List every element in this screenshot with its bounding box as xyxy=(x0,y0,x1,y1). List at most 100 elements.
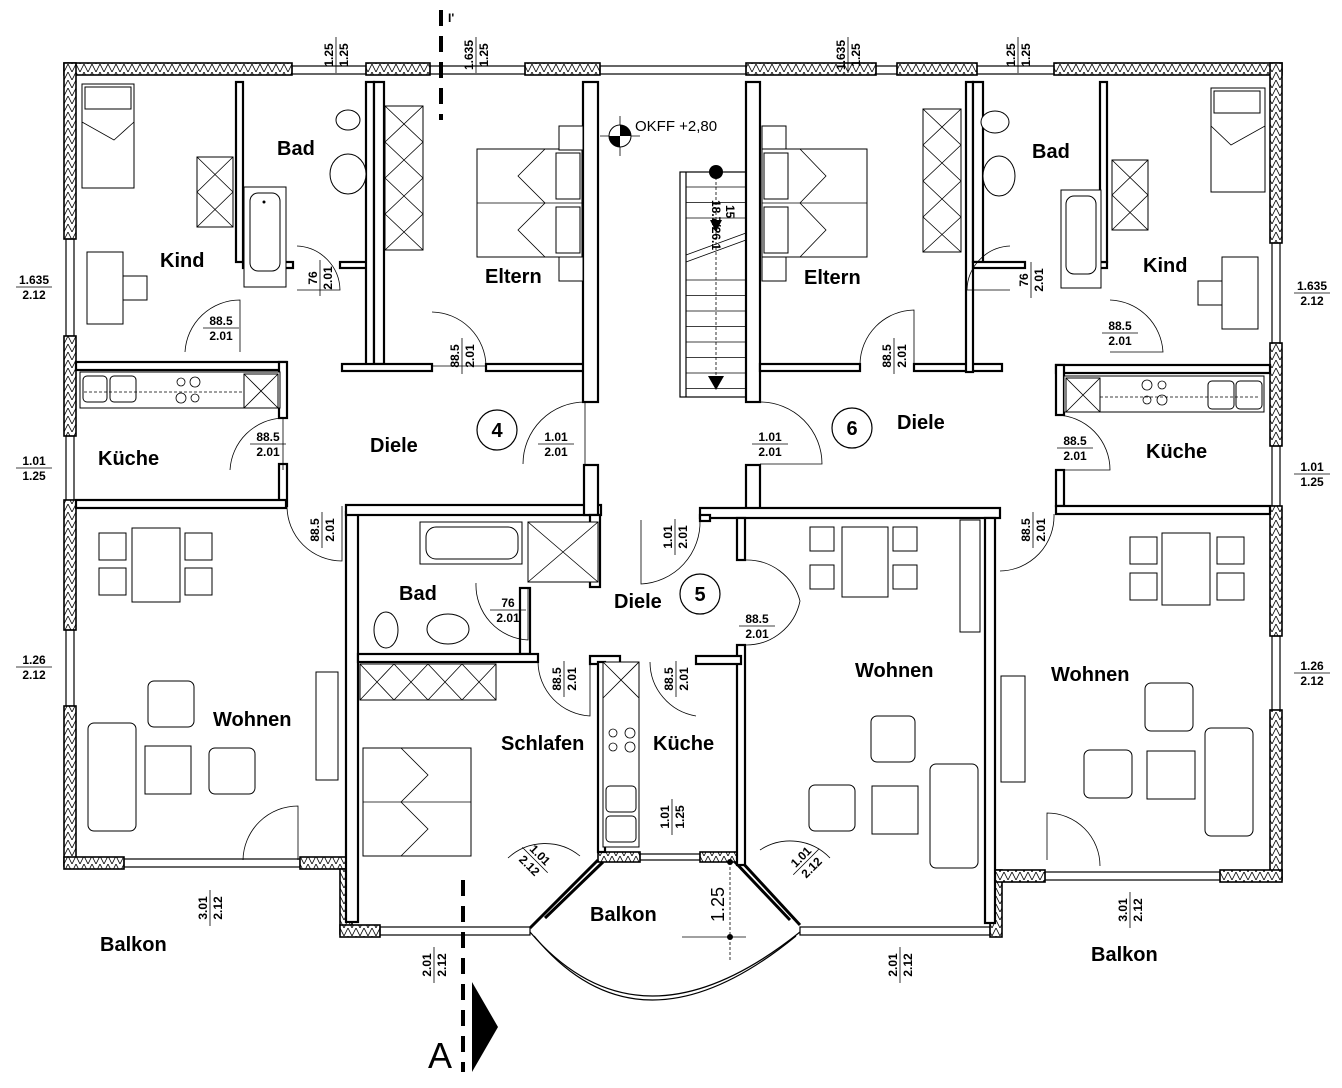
dimension-height: 2.12 xyxy=(1300,674,1324,688)
room-label-schlafen-5: Schlafen xyxy=(501,733,584,755)
dimension-width: 88.5 xyxy=(308,518,322,542)
room-label-kueche-4: Küche xyxy=(98,448,159,470)
dimension-height: 2.12 xyxy=(1300,294,1324,308)
dimension-height: 2.01 xyxy=(745,627,769,641)
room-label-bad-6: Bad xyxy=(1032,141,1070,163)
room-labels: Kind Bad Eltern Küche Diele Wohnen Balko… xyxy=(98,138,1207,966)
room-label-kind-4: Kind xyxy=(160,250,204,272)
dimension-height: 2.01 xyxy=(209,329,233,343)
dimension-height: 2.01 xyxy=(321,266,335,290)
dimension-width: 76 xyxy=(1017,273,1031,287)
interior-walls xyxy=(74,80,1272,925)
room-label-balkon-6: Balkon xyxy=(1091,944,1158,966)
dimension-width: 88.5 xyxy=(662,667,676,691)
dimension-win-kueche6-right: 1.011.25 xyxy=(1294,460,1330,489)
dimension-height: 1.25 xyxy=(673,805,687,829)
dimension-width: 88.5 xyxy=(1063,434,1087,448)
room-label-balkon-5: Balkon xyxy=(590,904,657,926)
apartment-number-6: 6 xyxy=(846,418,857,440)
dimension-height: 2.01 xyxy=(565,667,579,691)
dimension-width: 88.5 xyxy=(745,612,769,626)
dimension-door-entry4: 1.012.01 xyxy=(538,430,574,459)
dimension-width: 88.5 xyxy=(209,314,233,328)
furniture xyxy=(79,83,1266,869)
dimension-door-kueche6: 88.52.01 xyxy=(1057,434,1093,463)
room-label-diele-4: Diele xyxy=(370,435,418,457)
dimension-height: 2.01 xyxy=(895,344,909,368)
dimension-height: 2.01 xyxy=(1063,449,1087,463)
dimension-height: 2.12 xyxy=(901,953,915,977)
dimension-height: 2.12 xyxy=(1131,898,1145,922)
dimension-height: 2.01 xyxy=(676,525,690,549)
dimension-door-kueche4: 88.52.01 xyxy=(250,430,286,459)
dimension-door-entry6: 1.012.01 xyxy=(752,430,788,459)
dimension-width: 88.5 xyxy=(448,344,462,368)
dimension-height: 2.12 xyxy=(435,953,449,977)
stair: 18.7/26.1 15 xyxy=(679,165,747,398)
room-label-kind-6: Kind xyxy=(1143,255,1187,277)
dimension-height: 2.01 xyxy=(544,445,568,459)
level-label: OKFF +2,80 xyxy=(635,118,717,135)
dimension-width: 2.01 xyxy=(886,953,900,977)
room-label-wohnen-6: Wohnen xyxy=(1051,664,1130,686)
room-label-diele-6: Diele xyxy=(897,412,945,434)
dimension-width: 1.01 xyxy=(758,430,782,444)
dimension-width: 1.01 xyxy=(22,454,46,468)
dimension-width: 1.635 xyxy=(462,40,476,70)
apartment-number-4: 4 xyxy=(491,420,503,442)
dimension-line xyxy=(792,848,820,876)
dimension-line xyxy=(521,846,549,874)
apartment-markers: 4 5 6 xyxy=(476,407,873,615)
dimension-width: 2.01 xyxy=(420,953,434,977)
room-label-wohnen-4: Wohnen xyxy=(213,709,292,731)
room-label-balkon-4: Balkon xyxy=(100,934,167,956)
room-label-eltern-4: Eltern xyxy=(485,266,542,288)
dimension-height: 1.25 xyxy=(337,43,351,67)
dimension-height: 2.12 xyxy=(22,668,46,682)
apartment-number-5: 5 xyxy=(694,584,705,606)
dimension-height: 2.01 xyxy=(1034,518,1048,542)
dimension-width: 76 xyxy=(306,271,320,285)
dimension-width: 1.01 xyxy=(1300,460,1324,474)
stair-steps-label: 15 xyxy=(723,205,737,219)
dimension-width: 1.635 xyxy=(834,40,848,70)
room-label-wohnen-5: Wohnen xyxy=(855,660,934,682)
room-label-bad-4: Bad xyxy=(277,138,315,160)
dimension-width: 1.26 xyxy=(22,653,46,667)
dimension-width: 1.635 xyxy=(19,273,49,287)
balkon-depth-dimension: 1.25 xyxy=(682,859,746,960)
dimension-height: 2.01 xyxy=(256,445,280,459)
stair-rise-label: 18.7/26.1 xyxy=(709,200,723,250)
dimension-width: 1.635 xyxy=(1297,279,1327,293)
dimension-height: 1.25 xyxy=(849,43,863,67)
dimension-width: 88.5 xyxy=(550,667,564,691)
dimension-win-balkon5-right: 1.012.12 xyxy=(788,844,825,881)
dimension-width: 3.01 xyxy=(196,896,210,920)
dimension-height: 2.01 xyxy=(323,518,337,542)
dimension-height: 1.25 xyxy=(1300,475,1324,489)
dimension-height: 2.01 xyxy=(463,344,477,368)
level-marker: OKFF +2,80 xyxy=(600,116,717,156)
room-label-kueche-5: Küche xyxy=(653,733,714,755)
dimension-width: 88.5 xyxy=(1019,518,1033,542)
section-top-label: I' xyxy=(448,11,454,25)
dimension-height: 2.01 xyxy=(1108,334,1132,348)
dimension-height: 2.01 xyxy=(496,611,520,625)
dimension-width: 1.01 xyxy=(661,525,675,549)
